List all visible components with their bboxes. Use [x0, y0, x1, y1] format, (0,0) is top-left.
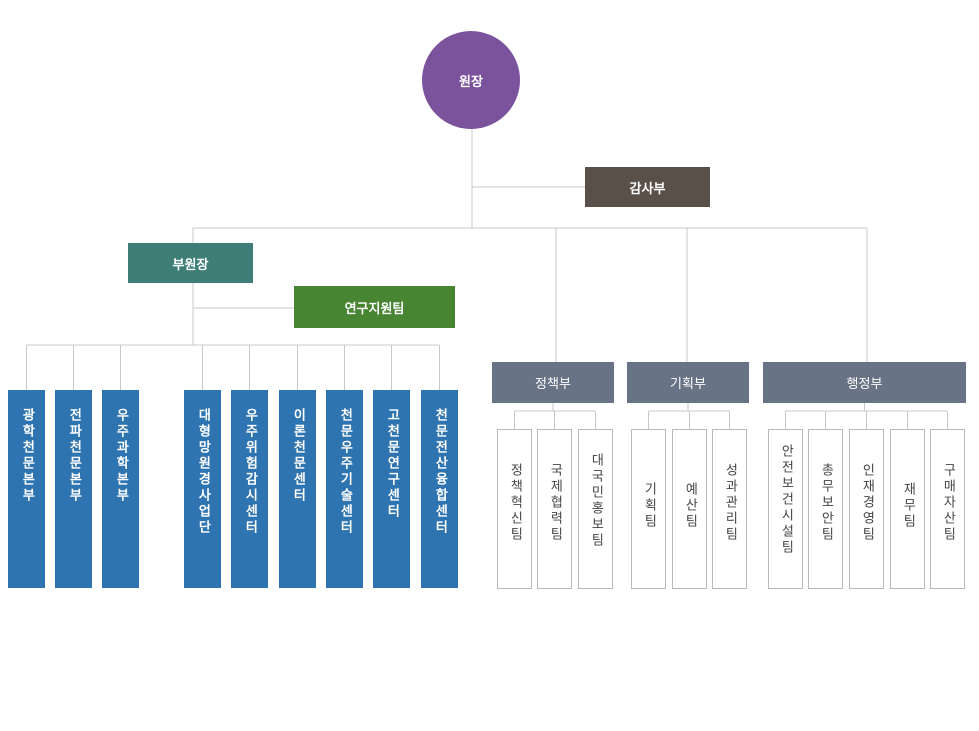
department-node[interactable]: 기획부	[627, 362, 749, 403]
audit-label: 감사부	[629, 181, 666, 197]
team-node[interactable]: 성과관리팀	[712, 429, 747, 589]
team-node[interactable]: 총무보안팀	[808, 429, 843, 589]
unit-node[interactable]: 광학천문본부	[8, 390, 45, 588]
team-node[interactable]: 재무팀	[890, 429, 925, 589]
unit-label: 고천문연구센터	[384, 408, 400, 520]
team-node[interactable]: 구매자산팀	[930, 429, 965, 589]
team-node[interactable]: 기획팀	[631, 429, 666, 589]
unit-node[interactable]: 전파천문본부	[55, 390, 92, 588]
unit-node[interactable]: 천문전산융합센터	[421, 390, 458, 588]
team-label: 성과관리팀	[722, 463, 738, 543]
team-node[interactable]: 인재경영팀	[849, 429, 884, 589]
department-node[interactable]: 정책부	[492, 362, 614, 403]
team-node[interactable]: 국제협력팀	[537, 429, 572, 589]
team-label: 구매자산팀	[940, 463, 956, 543]
vice-director-node[interactable]: 부원장	[128, 243, 253, 283]
team-node[interactable]: 예산팀	[672, 429, 707, 589]
unit-label: 이론천문센터	[290, 408, 306, 504]
unit-node[interactable]: 우주위험감시센터	[231, 390, 268, 588]
unit-label: 천문우주기술센터	[337, 408, 353, 536]
team-label: 기획팀	[641, 482, 657, 530]
team-label: 총무보안팀	[818, 463, 834, 543]
unit-node[interactable]: 우주과학본부	[102, 390, 139, 588]
team-label: 재무팀	[900, 482, 916, 530]
unit-label: 대형망원경사업단	[195, 408, 211, 536]
unit-node[interactable]: 천문우주기술센터	[326, 390, 363, 588]
unit-label: 우주위험감시센터	[242, 408, 258, 536]
department-label: 기획부	[670, 377, 706, 392]
team-label: 인재경영팀	[859, 463, 875, 543]
director-label: 원장	[459, 74, 483, 90]
team-label: 대국민홍보팀	[588, 453, 604, 549]
team-label: 국제협력팀	[547, 463, 563, 543]
director-node[interactable]: 원장	[422, 31, 520, 129]
audit-node[interactable]: 감사부	[585, 167, 710, 207]
unit-label: 광학천문본부	[19, 408, 35, 504]
unit-node[interactable]: 이론천문센터	[279, 390, 316, 588]
department-label: 행정부	[846, 377, 883, 392]
unit-label: 천문전산융합센터	[432, 408, 448, 536]
unit-label: 우주과학본부	[113, 408, 129, 504]
department-label: 정책부	[535, 377, 571, 392]
team-label: 예산팀	[682, 482, 698, 530]
unit-node[interactable]: 대형망원경사업단	[184, 390, 221, 588]
team-label: 안전보건시설팀	[778, 444, 794, 556]
team-label: 정책혁신팀	[507, 463, 523, 543]
research-support-node[interactable]: 연구지원팀	[294, 286, 455, 328]
unit-node[interactable]: 고천문연구센터	[373, 390, 410, 588]
team-node[interactable]: 대국민홍보팀	[578, 429, 613, 589]
team-node[interactable]: 정책혁신팀	[497, 429, 532, 589]
team-node[interactable]: 안전보건시설팀	[768, 429, 803, 589]
vice-director-label: 부원장	[172, 257, 209, 273]
unit-label: 전파천문본부	[66, 408, 82, 504]
research-support-label: 연구지원팀	[344, 301, 405, 317]
department-node[interactable]: 행정부	[763, 362, 966, 403]
